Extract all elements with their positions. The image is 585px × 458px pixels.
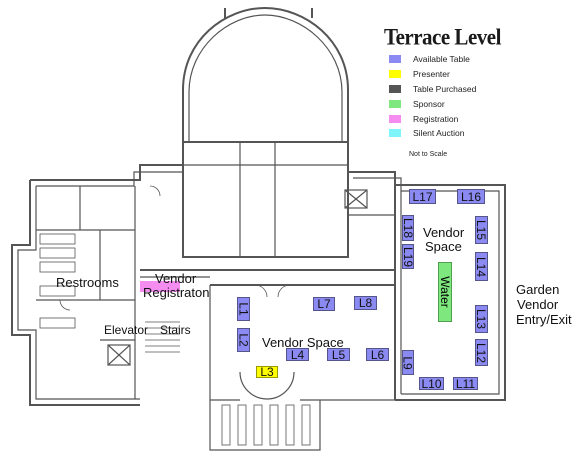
table-l14[interactable]: L14 <box>474 252 489 281</box>
garden-label-2: Vendor <box>517 297 559 312</box>
stairs-label: Stairs <box>160 323 191 337</box>
legend-label-registration: Registration <box>413 113 459 124</box>
legend-item-available: Available Table <box>389 52 476 67</box>
table-l2[interactable]: L2 <box>236 328 251 352</box>
vendor-registration-label-2: Registraton <box>143 285 210 300</box>
vendor-space-main-label: Vendor Space <box>262 335 344 350</box>
table-l10[interactable]: L10 <box>419 376 444 391</box>
table-l5-label: L5 <box>331 347 346 362</box>
legend-swatch-silent-auction <box>389 129 401 138</box>
legend-item-sponsor: Sponsor <box>389 96 476 111</box>
legend-item-silent-auction: Silent Auction <box>389 126 476 141</box>
legend-swatch-registration <box>389 114 401 123</box>
table-l6-label: L6 <box>370 347 385 362</box>
legend-swatch-sponsor <box>389 99 401 108</box>
vendor-space-right-label-2: Space <box>425 239 462 254</box>
table-l9[interactable]: L9 <box>401 350 416 375</box>
table-l19-label: L19 <box>401 246 415 267</box>
legend: Available Table Presenter Table Purchase… <box>389 52 476 141</box>
table-l4-label: L4 <box>290 347 305 362</box>
map-title: Terrace Level <box>384 24 501 50</box>
table-l9-label: L9 <box>401 355 416 370</box>
table-l15[interactable]: L15 <box>474 216 489 244</box>
table-l7-label: L7 <box>317 297 331 311</box>
table-l18-label: L18 <box>401 217 415 239</box>
table-l17-label: L17 <box>412 189 433 204</box>
table-l15-label: L15 <box>474 219 489 241</box>
table-l11[interactable]: L11 <box>453 376 478 391</box>
table-l14-label: L14 <box>474 256 489 277</box>
table-l12[interactable]: L12 <box>474 339 489 366</box>
elevator-label: Elevator <box>104 323 149 337</box>
garden-label-1: Garden <box>516 282 560 297</box>
water-label: Water <box>438 276 452 308</box>
legend-swatch-available <box>389 55 401 64</box>
vendor-registration-label-1: Vendor <box>155 271 197 286</box>
table-l6[interactable]: L6 <box>366 347 389 362</box>
legend-label-sponsor: Sponsor <box>413 98 445 109</box>
table-l2-label: L2 <box>236 333 251 347</box>
table-l5[interactable]: L5 <box>327 347 350 362</box>
restrooms-label: Restrooms <box>56 275 119 290</box>
table-l11-label: L11 <box>455 376 476 391</box>
scale-note: Not to Scale <box>409 151 448 158</box>
water-station: Water <box>438 262 452 322</box>
garden-label-3: Entry/Exit <box>516 312 572 327</box>
table-l1[interactable]: L1 <box>236 297 251 321</box>
legend-item-presenter: Presenter <box>389 67 476 82</box>
legend-label-purchased: Table Purchased <box>413 83 477 94</box>
table-l8-label: L8 <box>358 296 373 310</box>
table-l13[interactable]: L13 <box>474 305 489 333</box>
legend-label-available: Available Table <box>413 54 470 65</box>
table-l1-label: L1 <box>236 302 251 316</box>
table-l3-label: L3 <box>260 365 274 379</box>
registration-marker <box>140 281 180 292</box>
table-l16-label: L16 <box>460 189 482 204</box>
table-l7[interactable]: L7 <box>313 297 335 311</box>
table-l18[interactable]: L18 <box>401 215 415 241</box>
legend-item-purchased: Table Purchased <box>389 82 476 97</box>
table-l3[interactable]: L3 <box>256 365 278 379</box>
table-l16[interactable]: L16 <box>457 189 485 204</box>
table-l4[interactable]: L4 <box>286 347 309 362</box>
table-l19[interactable]: L19 <box>401 244 415 269</box>
table-l17[interactable]: L17 <box>409 189 436 204</box>
legend-label-presenter: Presenter <box>413 69 450 80</box>
legend-item-registration: Registration <box>389 111 476 126</box>
legend-swatch-presenter <box>389 70 401 79</box>
legend-swatch-purchased <box>389 84 401 93</box>
vendor-space-right-label-1: Vendor <box>423 225 465 240</box>
legend-label-silent-auction: Silent Auction <box>413 128 465 139</box>
table-l13-label: L13 <box>474 308 489 330</box>
table-l12-label: L12 <box>474 342 489 363</box>
table-l8[interactable]: L8 <box>354 296 377 310</box>
table-l10-label: L10 <box>421 376 442 391</box>
